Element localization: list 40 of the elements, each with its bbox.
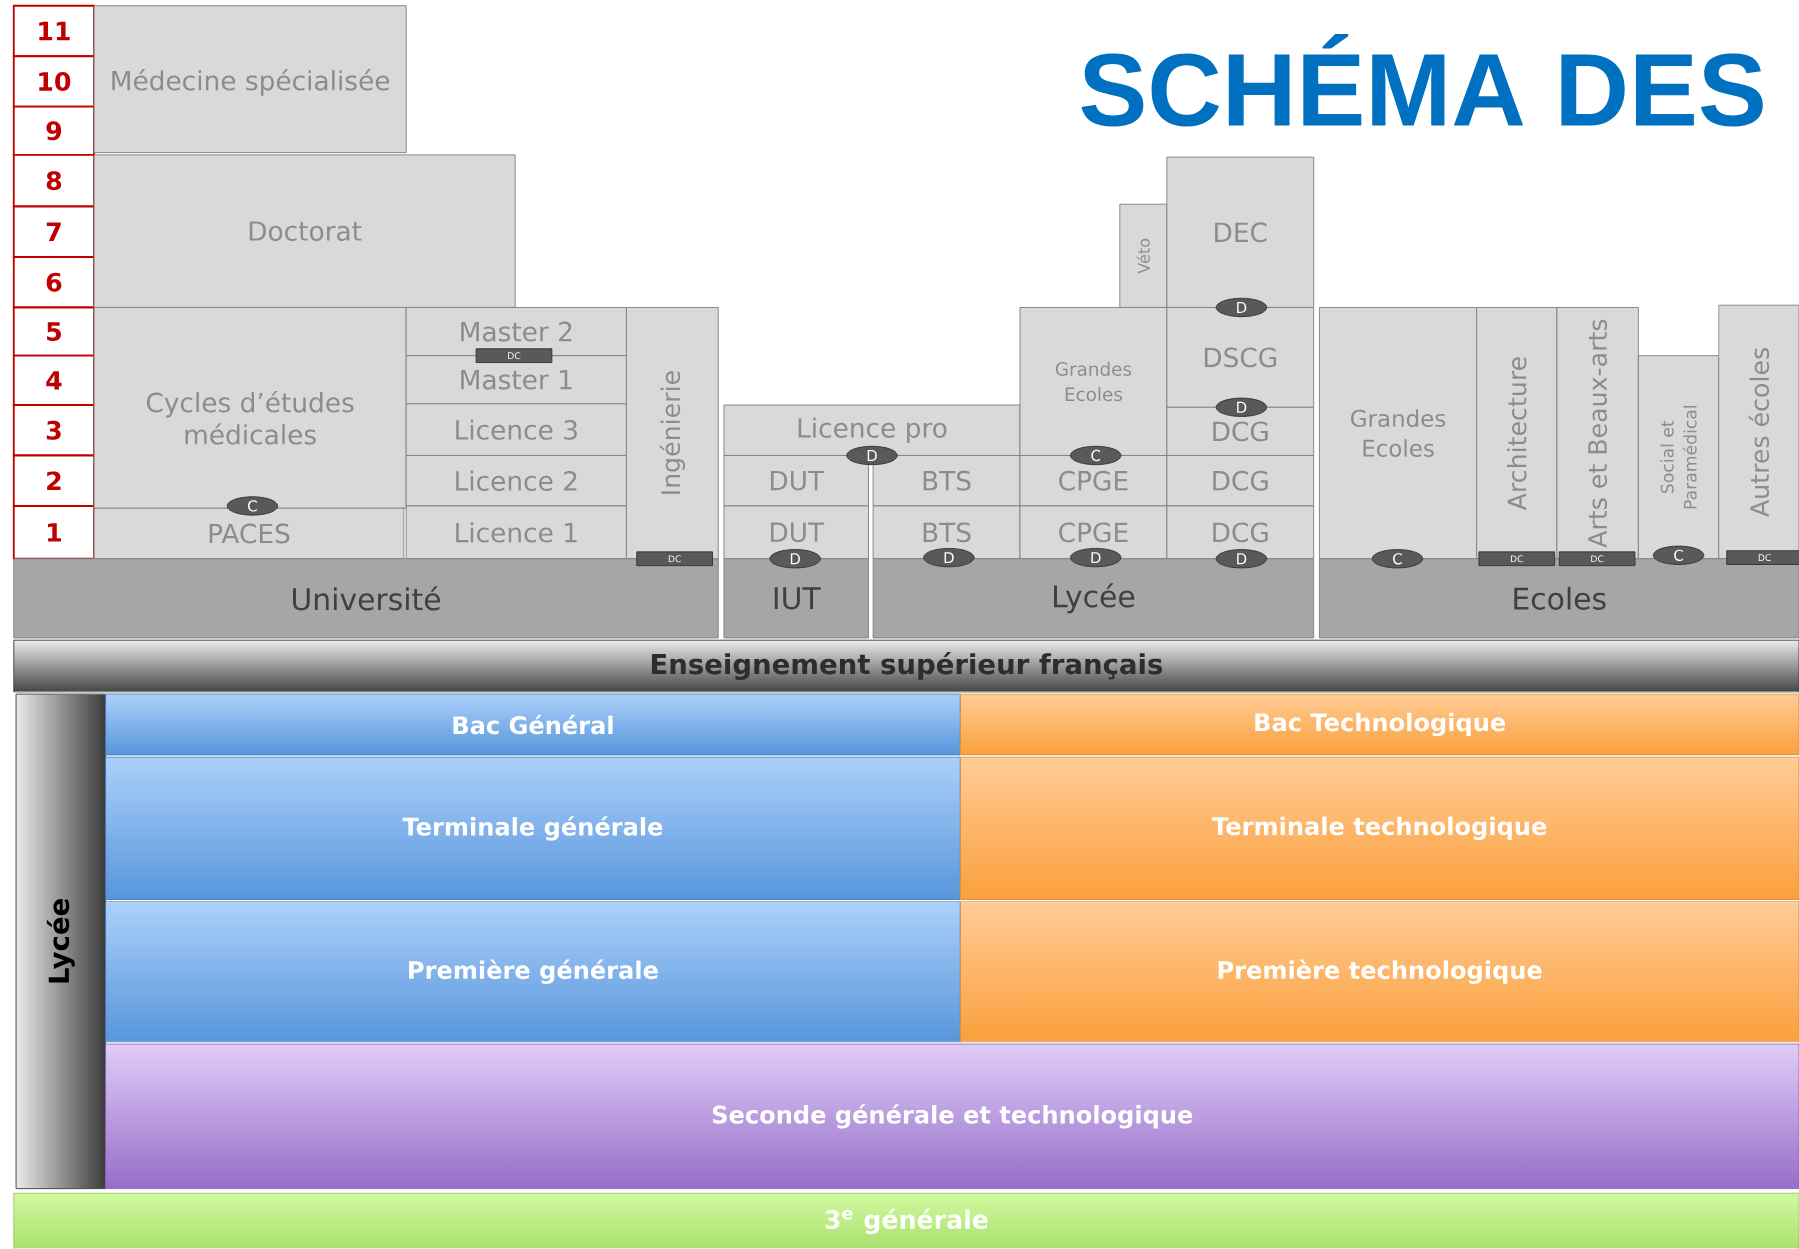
grade-number-box: 8 (12, 153, 95, 208)
diploma-badge: DC (1478, 551, 1556, 566)
program-box: Médecine spécialisée (93, 5, 407, 153)
diploma-badge: C (1070, 445, 1122, 465)
program-box: DCG (1166, 454, 1315, 507)
program-box: Licence 3 (405, 403, 627, 456)
grade-number-box: 10 (12, 55, 95, 108)
grade-number-box: 7 (12, 205, 95, 258)
level-band: 3$^{e}$ générale (13, 1192, 1799, 1249)
grade-number-box: 6 (12, 255, 95, 309)
diploma-badge: C (226, 496, 279, 516)
grade-number-box: 1 (12, 504, 95, 560)
level-band: Bac Technologique (959, 693, 1799, 756)
diploma-badge: D (1215, 297, 1268, 317)
diploma-badge: D (923, 547, 975, 567)
diploma-badge: DC (636, 551, 713, 566)
diploma-badge: DC (475, 348, 553, 363)
level-band: Première technologique (959, 901, 1799, 1042)
level-band: Lycée (15, 693, 106, 1189)
program-box: DUT (723, 454, 869, 507)
program-box: Licence 1 (405, 505, 627, 559)
diploma-badge: D (1215, 397, 1268, 417)
grade-number-box: 3 (12, 403, 95, 457)
grade-number-box: 5 (12, 306, 95, 357)
diploma-badge: C (1371, 548, 1424, 569)
diploma-badge: DC (1558, 551, 1636, 566)
diploma-badge: C (1652, 545, 1705, 565)
grade-number-box: 11 (12, 4, 95, 57)
diploma-badge: D (846, 445, 898, 465)
diploma-badge: D (1070, 547, 1122, 567)
title: SCHÉMA DES (1081, 33, 1763, 127)
grade-number-box: 2 (12, 454, 95, 507)
level-band: Bac Général (105, 693, 961, 756)
diploma-badge: D (1215, 548, 1268, 569)
program-box: Licence 2 (405, 454, 627, 507)
diploma-badge: D (769, 548, 821, 569)
grade-number-box: 9 (12, 105, 95, 156)
grade-number-box: 4 (12, 354, 95, 406)
diploma-badge: DC (1726, 550, 1799, 565)
program-box: Véto (1119, 203, 1168, 308)
